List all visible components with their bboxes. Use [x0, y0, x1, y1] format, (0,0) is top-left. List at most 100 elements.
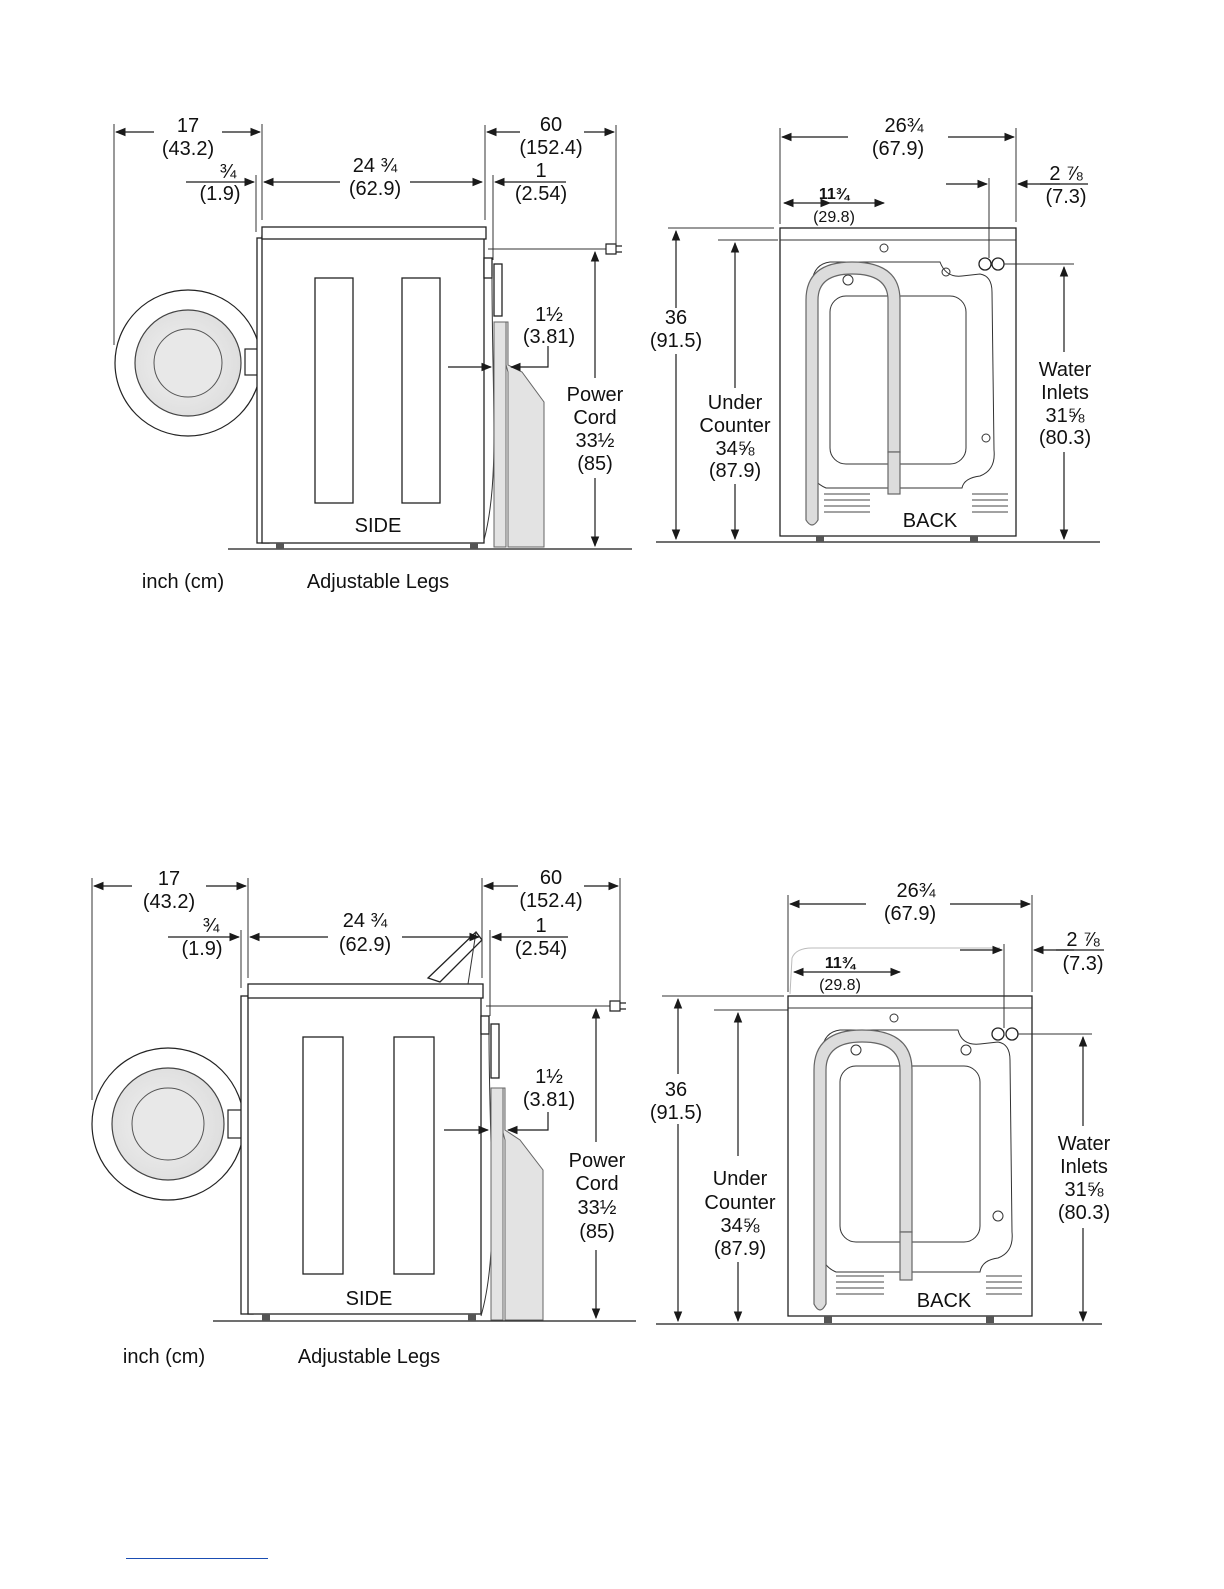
door-gap-in: ¾ [220, 161, 237, 183]
side-view: 17 (43.2) ¾ (1.9) 24 ¾ (62.9) 60 (152.4)… [113, 114, 632, 593]
wall-gap-in: 1½ [535, 1066, 563, 1088]
side-view-label: SIDE [346, 1288, 393, 1310]
wall-gap-cm: (3.81) [523, 1089, 575, 1111]
screw [992, 1210, 1004, 1222]
cabinet [261, 235, 485, 544]
power-cord-label-2: Cord [573, 407, 616, 429]
under-counter-label-1: Under [713, 1168, 768, 1190]
power-cord-label-1: Power [567, 384, 624, 406]
back-fitting [483, 257, 493, 279]
leg [970, 536, 978, 542]
side-panel-left [314, 277, 354, 504]
plug-icon [605, 243, 622, 255]
back-view-label: BACK [917, 1290, 972, 1312]
wall-post [490, 1087, 504, 1321]
width-cm: (67.9) [872, 138, 924, 160]
height-in: 36 [665, 1079, 687, 1101]
water-inlets-label-2: Inlets [1041, 382, 1089, 404]
cabinet [247, 995, 482, 1315]
door-gap-in: ¾ [203, 915, 220, 937]
wall-gap-cm: (3.81) [523, 326, 575, 348]
water-inlet-icon [991, 1027, 1005, 1041]
door-icon [114, 289, 264, 437]
legs-label: Adjustable Legs [298, 1346, 440, 1368]
screw [941, 267, 951, 277]
units-label: inch (cm) [142, 571, 224, 593]
units-label: inch (cm) [123, 1346, 205, 1368]
lid-outline [789, 947, 1000, 995]
screw [960, 1044, 972, 1056]
width-cm: (67.9) [884, 903, 936, 925]
wall-post [493, 321, 507, 548]
back-clearance-cm: (2.54) [515, 938, 567, 960]
screw [842, 274, 854, 286]
height-in: 36 [665, 307, 687, 329]
inlet-offset-in: 2 ⅞ [1066, 929, 1100, 951]
inlet-offset-in: 2 ⅞ [1049, 163, 1083, 185]
power-cord-in: 33½ [578, 1197, 617, 1219]
depth-door-in: 17 [158, 868, 180, 890]
water-inlet-icon [978, 257, 992, 271]
back-clearance-cm: (2.54) [515, 183, 567, 205]
depth-door-in: 17 [177, 115, 199, 137]
inlet-offset-cm: (7.3) [1045, 186, 1086, 208]
back-view-label: BACK [903, 510, 958, 532]
leg [824, 1316, 832, 1323]
back-hose-bracket [490, 1023, 500, 1079]
leg [816, 536, 824, 542]
under-counter-in: 34⅝ [716, 438, 755, 460]
water-inlets-cm: (80.3) [1058, 1202, 1110, 1224]
power-cord-in: 33½ [576, 430, 615, 452]
vent-left [836, 1275, 884, 1295]
vent-right [972, 493, 1008, 513]
screw [981, 433, 991, 443]
leg [986, 1316, 994, 1323]
cord-length-cm: (152.4) [519, 890, 582, 912]
under-counter-label-1: Under [708, 392, 763, 414]
back-view: 26¾ (67.9) 11¾ (29.8) 2 ⅞ (7.3) 36 (91.5… [650, 880, 1111, 1325]
drain-offset-cm: (29.8) [819, 977, 861, 994]
power-cord-cm: (85) [577, 453, 613, 475]
water-inlets-label-1: Water [1039, 359, 1092, 381]
door-icon [91, 1047, 247, 1201]
door-gap-cm: (1.9) [199, 183, 240, 205]
back-view: 26¾ (67.9) 11¾ (29.8) 2 ⅞ (7.3) 36 (91.5… [650, 115, 1100, 543]
power-cord-label-2: Cord [575, 1173, 618, 1195]
top-panel [261, 226, 487, 240]
cabinet-depth-in: 24 ¾ [353, 155, 398, 177]
width-in: 26¾ [885, 115, 924, 137]
under-counter-label-2: Counter [699, 415, 770, 437]
cord-length-cm: (152.4) [519, 137, 582, 159]
leg-front [262, 1314, 270, 1321]
drain-hose-icon [813, 1029, 913, 1311]
figure-1: 17 (43.2) ¾ (1.9) 24 ¾ (62.9) 60 (152.4)… [113, 114, 1100, 593]
water-inlets-in: 31⅝ [1046, 405, 1085, 427]
cabinet-depth-cm: (62.9) [339, 934, 391, 956]
water-inlets-label-1: Water [1058, 1133, 1111, 1155]
drain-hose-icon [805, 261, 901, 526]
wall-shape [493, 321, 545, 548]
cord-length-in: 60 [540, 114, 562, 136]
top-panel [247, 983, 484, 999]
inlet-offset-cm: (7.3) [1062, 953, 1103, 975]
drain-offset-cm: (29.8) [813, 209, 855, 226]
wall-gap-in: 1½ [535, 304, 563, 326]
water-inlet-icon [991, 257, 1005, 271]
under-counter-in: 34⅝ [721, 1215, 760, 1237]
screw [879, 243, 889, 253]
water-inlets-in: 31⅝ [1065, 1179, 1104, 1201]
under-counter-cm: (87.9) [709, 460, 761, 482]
side-panel-left [302, 1036, 344, 1275]
back-hose-bracket [493, 263, 503, 317]
power-cord-label-1: Power [569, 1150, 626, 1172]
back-clearance-in: 1 [535, 915, 546, 937]
side-view-label: SIDE [355, 515, 402, 537]
back-fitting [480, 1015, 490, 1035]
legs-label: Adjustable Legs [307, 571, 449, 593]
footer-rule [126, 1558, 268, 1559]
screw [850, 1044, 862, 1056]
power-cord-cm: (85) [579, 1221, 615, 1243]
height-cm: (91.5) [650, 1102, 702, 1124]
depth-door-cm: (43.2) [143, 891, 195, 913]
